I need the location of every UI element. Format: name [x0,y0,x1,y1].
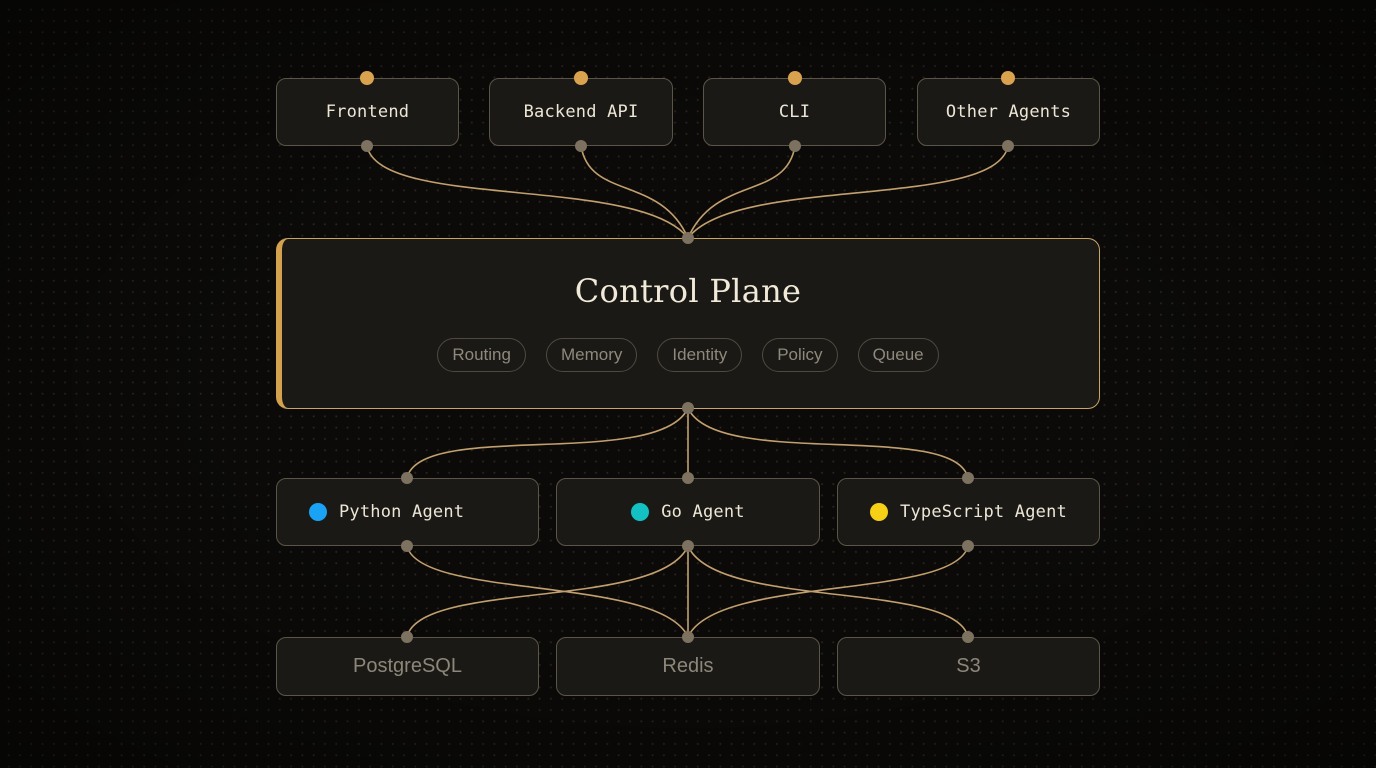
control-plane-output-port-icon[interactable] [682,402,694,414]
edge-typescript-redis [687,545,969,638]
control-plane-input-port-icon[interactable] [682,232,694,244]
edge-frontend-control-plane [366,145,689,239]
agent-output-port-icon[interactable] [401,540,413,552]
client-node-other-agents[interactable]: Other Agents [917,78,1100,146]
store-node-redis[interactable]: Redis [556,637,820,696]
store-input-port-icon[interactable] [682,631,694,643]
input-port-icon[interactable] [574,71,588,85]
capability-pill-routing[interactable]: Routing [437,338,526,372]
input-port-icon[interactable] [360,71,374,85]
agent-label: TypeScript Agent [900,502,1067,522]
client-label: CLI [778,102,811,122]
agent-output-port-icon[interactable] [682,540,694,552]
store-node-s3[interactable]: S3 [837,637,1100,696]
store-label: Redis [662,655,714,677]
agent-output-port-icon[interactable] [962,540,974,552]
client-label: Backend API [523,102,639,122]
edge-backend-control-plane [580,145,689,239]
store-label: S3 [956,655,981,677]
edge-control-plane-python [406,407,689,479]
store-input-port-icon[interactable] [962,631,974,643]
agent-node-typescript[interactable]: TypeScript Agent [837,478,1100,546]
store-label: PostgreSQL [353,655,462,677]
edge-go-postgres [406,545,689,638]
store-node-postgresql[interactable]: PostgreSQL [276,637,539,696]
client-node-frontend[interactable]: Frontend [276,78,459,146]
control-plane-node[interactable] [276,238,1100,409]
output-port-icon[interactable] [1002,140,1014,152]
edge-python-redis [406,545,689,638]
agent-label: Python Agent [339,502,465,522]
input-port-icon[interactable] [1001,71,1015,85]
capability-pills: Routing Memory Identity Policy Queue [0,338,1376,372]
agent-node-python[interactable]: Python Agent [276,478,539,546]
capability-pill-queue[interactable]: Queue [857,338,939,372]
edge-cli-control-plane [687,145,796,239]
output-port-icon[interactable] [361,140,373,152]
client-node-backend-api[interactable]: Backend API [489,78,673,146]
input-port-icon[interactable] [788,71,802,85]
client-node-cli[interactable]: CLI [703,78,886,146]
edge-control-plane-typescript [687,407,969,479]
edge-other-agents-control-plane [687,145,1009,239]
agent-input-port-icon[interactable] [682,472,694,484]
control-plane-title: Control Plane [574,272,802,310]
go-status-dot-icon [631,503,650,521]
agent-node-go[interactable]: Go Agent [556,478,820,546]
agent-input-port-icon[interactable] [962,472,974,484]
python-status-dot-icon [309,503,327,521]
typescript-status-dot-icon [870,503,889,521]
agent-label: Go Agent [661,502,745,522]
output-port-icon[interactable] [789,140,801,152]
agent-input-port-icon[interactable] [401,472,413,484]
client-label: Frontend [325,102,410,122]
edge-go-s3 [687,545,969,638]
store-input-port-icon[interactable] [401,631,413,643]
capability-pill-identity[interactable]: Identity [657,338,743,372]
output-port-icon[interactable] [575,140,587,152]
capability-pill-memory[interactable]: Memory [545,338,638,372]
capability-pill-policy[interactable]: Policy [762,338,838,372]
client-label: Other Agents [945,102,1072,122]
